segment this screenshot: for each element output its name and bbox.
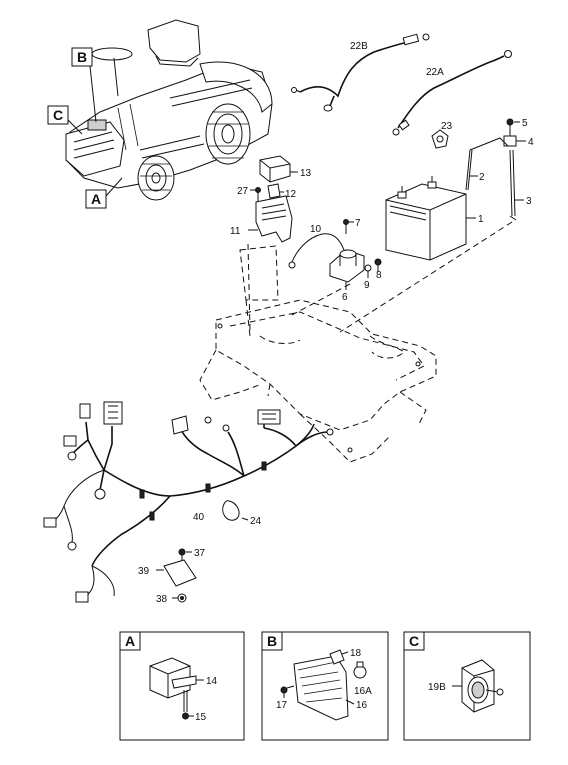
label-3: 3 <box>526 196 532 207</box>
callout-a-main-letter: A <box>91 191 101 207</box>
part-9-washer: 9 <box>364 264 372 291</box>
inset-c-letter: C <box>409 633 419 649</box>
part-15-screw: 15 <box>182 690 207 723</box>
part-7-screw: 7 <box>343 218 361 234</box>
part-12-connector: 12 <box>267 183 297 200</box>
part-13-cover: 13 <box>259 155 312 183</box>
part-16a-bulb: 16A <box>353 661 372 697</box>
callout-b-main-letter: B <box>77 49 87 65</box>
callout-b-main: B <box>71 47 97 123</box>
label-23: 23 <box>441 121 453 132</box>
inset-b-letter: B <box>267 633 277 649</box>
part-4-clamp: 4 <box>503 135 534 148</box>
label-40: 40 <box>193 512 205 523</box>
part-23-cap: 23 <box>431 121 453 149</box>
label-16: 16 <box>356 700 368 711</box>
label-8: 8 <box>376 270 382 281</box>
label-38: 38 <box>156 594 168 605</box>
part-10-wire: 10 <box>288 224 345 269</box>
inset-a: A 14 15 <box>119 631 245 741</box>
part-2-rod: 2 <box>465 137 509 191</box>
part-1-battery: 1 <box>385 176 484 261</box>
label-4: 4 <box>528 137 534 148</box>
part-24-tie: 24 <box>222 500 262 527</box>
label-9: 9 <box>364 280 370 291</box>
label-27: 27 <box>237 186 249 197</box>
label-18: 18 <box>350 648 362 659</box>
label-10: 10 <box>310 224 322 235</box>
part-3-rod: 3 <box>509 149 532 221</box>
part-18-socket: 18 <box>329 648 362 665</box>
part-40-wire-harness: 40 <box>43 401 334 603</box>
part-39-plate: 39 <box>138 559 197 587</box>
part-11-bracket: 11 <box>230 195 293 243</box>
leader-lines <box>247 221 513 333</box>
tractor-illustration <box>65 19 273 201</box>
part-17-screw: 17 <box>276 685 295 711</box>
label-22a: 22A <box>426 67 444 78</box>
part-14-relay: 14 <box>149 657 218 699</box>
label-13: 13 <box>300 168 312 179</box>
label-7: 7 <box>355 218 361 229</box>
label-5: 5 <box>522 118 528 129</box>
label-6: 6 <box>342 292 348 303</box>
label-39: 39 <box>138 566 150 577</box>
label-1: 1 <box>478 214 484 225</box>
battery-cable-22a: 22A <box>392 50 512 136</box>
part-5-bolt: 5 <box>506 118 528 136</box>
part-6-solenoid: 6 <box>329 249 365 303</box>
label-2: 2 <box>479 172 485 183</box>
callout-c-main: C <box>47 105 83 135</box>
part-8-nut: 8 <box>374 258 382 281</box>
label-17: 17 <box>276 700 288 711</box>
part-38-nut: 38 <box>156 593 187 605</box>
chassis-frame <box>199 245 437 463</box>
inset-a-letter: A <box>125 633 135 649</box>
label-16a: 16A <box>354 686 372 697</box>
battery-cable-22b: 22B <box>291 33 430 112</box>
inset-b: B 16 18 16A 17 <box>261 631 389 741</box>
label-15: 15 <box>195 712 207 723</box>
part-19b-outlet: 19B <box>428 659 504 713</box>
label-12: 12 <box>285 189 297 200</box>
part-27-screw: 27 <box>237 186 261 204</box>
callout-c-main-letter: C <box>53 107 63 123</box>
label-37: 37 <box>194 548 206 559</box>
label-14: 14 <box>206 676 218 687</box>
inset-c: C 19B <box>403 631 531 741</box>
part-16-lens: 16 <box>293 655 368 721</box>
label-22b: 22B <box>350 41 368 52</box>
callout-a-main: A <box>85 177 123 209</box>
label-24: 24 <box>250 516 262 527</box>
label-19b: 19B <box>428 682 446 693</box>
label-11: 11 <box>230 226 241 237</box>
